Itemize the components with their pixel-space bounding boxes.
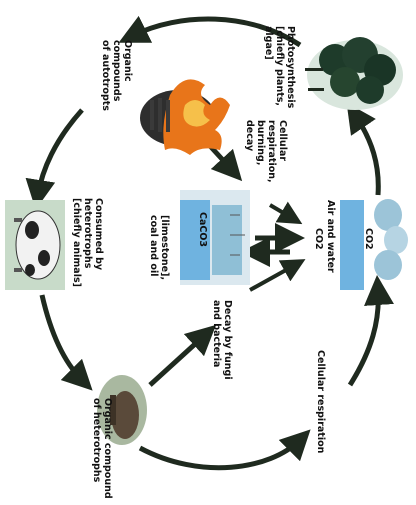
label-cellular-burning-l4: decay xyxy=(244,120,255,152)
label-limestone-l2: coal and oil xyxy=(148,215,159,276)
label-decay-fungi-l1: Decay by fungi xyxy=(222,300,233,380)
label-organic-autotrophs-l2: compounds xyxy=(111,40,122,102)
label-organic-autotrophs: Organic compounds of autotropts xyxy=(100,40,133,111)
exchange-arrows xyxy=(240,223,305,267)
water-strip xyxy=(340,200,364,290)
label-caco3-text: CaCO3 xyxy=(197,212,208,247)
arrow-co2-to-photosynthesis xyxy=(346,102,381,196)
label-decay-fungi-l2: and bacteria xyxy=(211,300,222,367)
label-cellular-burning-l1: Cellular xyxy=(277,120,288,161)
label-air-water-text: Air and water xyxy=(325,200,336,273)
arrow-organic-to-consumed xyxy=(25,108,84,210)
label-organic-autotrophs-l1: Organic xyxy=(122,40,133,82)
label-air-water: Air and water xyxy=(325,200,336,273)
label-consumed-l3: [chiefly animals] xyxy=(71,198,82,287)
label-cellular-respiration-text: Cellular respiration xyxy=(315,350,326,454)
arrow-heterotroph-to-decay xyxy=(148,324,217,387)
label-organic-heterotrophs: Organic compound of heterotrophs xyxy=(91,398,113,499)
label-limestone-l1: [limestone], xyxy=(159,215,170,280)
remains-image xyxy=(97,375,147,445)
label-organic-heterotrophs-l1: Organic compound xyxy=(102,398,113,499)
label-co2-left: CO2 xyxy=(313,228,324,250)
arrow-decay-to-co2 xyxy=(249,259,306,292)
label-limestone: [limestone], coal and oil xyxy=(148,215,170,280)
cow-image xyxy=(5,200,65,290)
label-organic-heterotrophs-l2: of heterotrophs xyxy=(91,398,102,483)
limestone-image xyxy=(180,190,250,285)
label-consumed: Consumed by heterotrophs [chiefly animal… xyxy=(71,198,104,287)
label-photosynthesis: Photosynthesis [chiefly plants, algae] xyxy=(263,26,296,109)
cloud-image xyxy=(374,199,408,280)
trees-image xyxy=(305,37,403,110)
label-cellular-burning-l3: burning, xyxy=(255,120,266,165)
label-caco3: CaCO3 xyxy=(197,212,208,247)
label-co2-cloud: CO2 xyxy=(363,228,374,250)
label-decay-fungi: Decay by fungi and bacteria xyxy=(211,300,233,380)
arrow-consumed-to-heterotroph xyxy=(39,294,93,391)
label-cellular-respiration: Cellular respiration xyxy=(315,350,326,454)
arrow-heterotroph-to-respiration xyxy=(138,429,311,471)
arrow-respiration-to-co2 xyxy=(347,275,394,387)
label-cellular-burning-l2: respiration, xyxy=(266,120,277,183)
label-cellular-burning: Cellular respiration, burning, decay xyxy=(244,120,288,183)
label-photosynthesis-l2: [chiefly plants, xyxy=(274,26,285,106)
label-organic-autotrophs-l3: of autotropts xyxy=(100,40,111,111)
arrow-burning-to-co2 xyxy=(268,201,303,225)
label-consumed-l1: Consumed by xyxy=(93,198,104,271)
label-co2-left-text: CO2 xyxy=(313,228,324,250)
label-photosynthesis-l3: algae] xyxy=(263,26,274,60)
label-co2-cloud-text: CO2 xyxy=(363,228,374,250)
fire-image xyxy=(140,79,230,155)
label-photosynthesis-l1: Photosynthesis xyxy=(285,26,296,109)
label-consumed-l2: heterotrophs xyxy=(82,198,93,269)
arrow-photosynthesis-to-organic xyxy=(118,15,302,48)
